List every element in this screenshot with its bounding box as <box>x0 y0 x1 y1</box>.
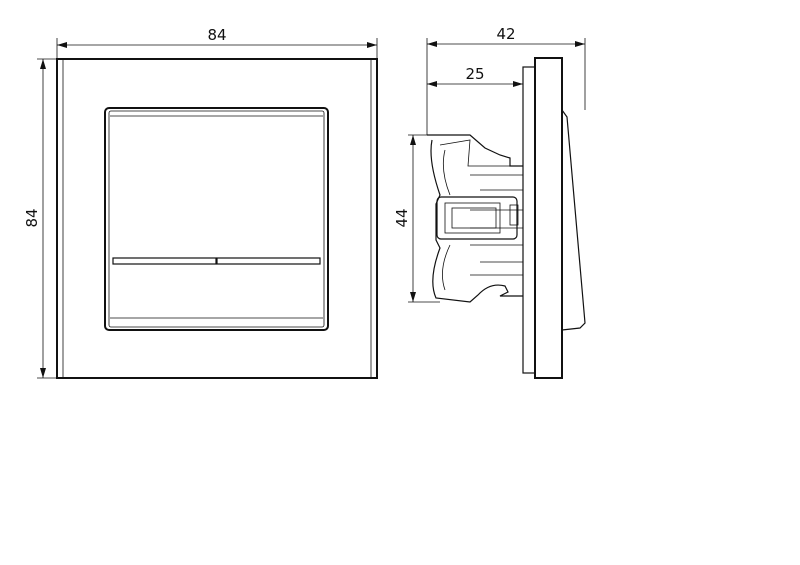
indicator-slot-left <box>112 257 217 265</box>
side-mount-depth-dimension: 25 <box>427 65 523 87</box>
frame-outline <box>56 58 378 379</box>
side-depth-mount-label: 25 <box>465 65 484 83</box>
rocker-inner-outline <box>108 110 325 328</box>
terminal-core <box>451 207 497 229</box>
terminal-contact <box>509 204 519 226</box>
mechanism-top <box>427 134 523 167</box>
mechanism-body-outline <box>430 139 523 303</box>
front-height-label: 84 <box>23 208 41 227</box>
mounting-plate <box>522 66 536 374</box>
side-depth-total-label: 42 <box>496 25 515 43</box>
side-mechanism-height-label: 44 <box>393 208 411 227</box>
mechanism-detail-lines <box>439 139 523 276</box>
frame-side <box>534 57 563 379</box>
terminal-housing <box>436 196 518 240</box>
terminal-inner <box>444 202 501 234</box>
front-width-label: 84 <box>207 26 226 44</box>
front-view <box>56 58 378 379</box>
rocker-outline <box>104 107 329 331</box>
mechanism-claw-curves <box>442 149 451 291</box>
front-width-dimension: 84 <box>56 26 378 59</box>
side-mechanism-height-dimension: 44 <box>393 134 440 303</box>
side-view <box>427 57 586 379</box>
indicator-slot-right <box>216 257 321 265</box>
rocker-side <box>561 109 586 331</box>
front-height-dimension: 84 <box>23 58 57 379</box>
